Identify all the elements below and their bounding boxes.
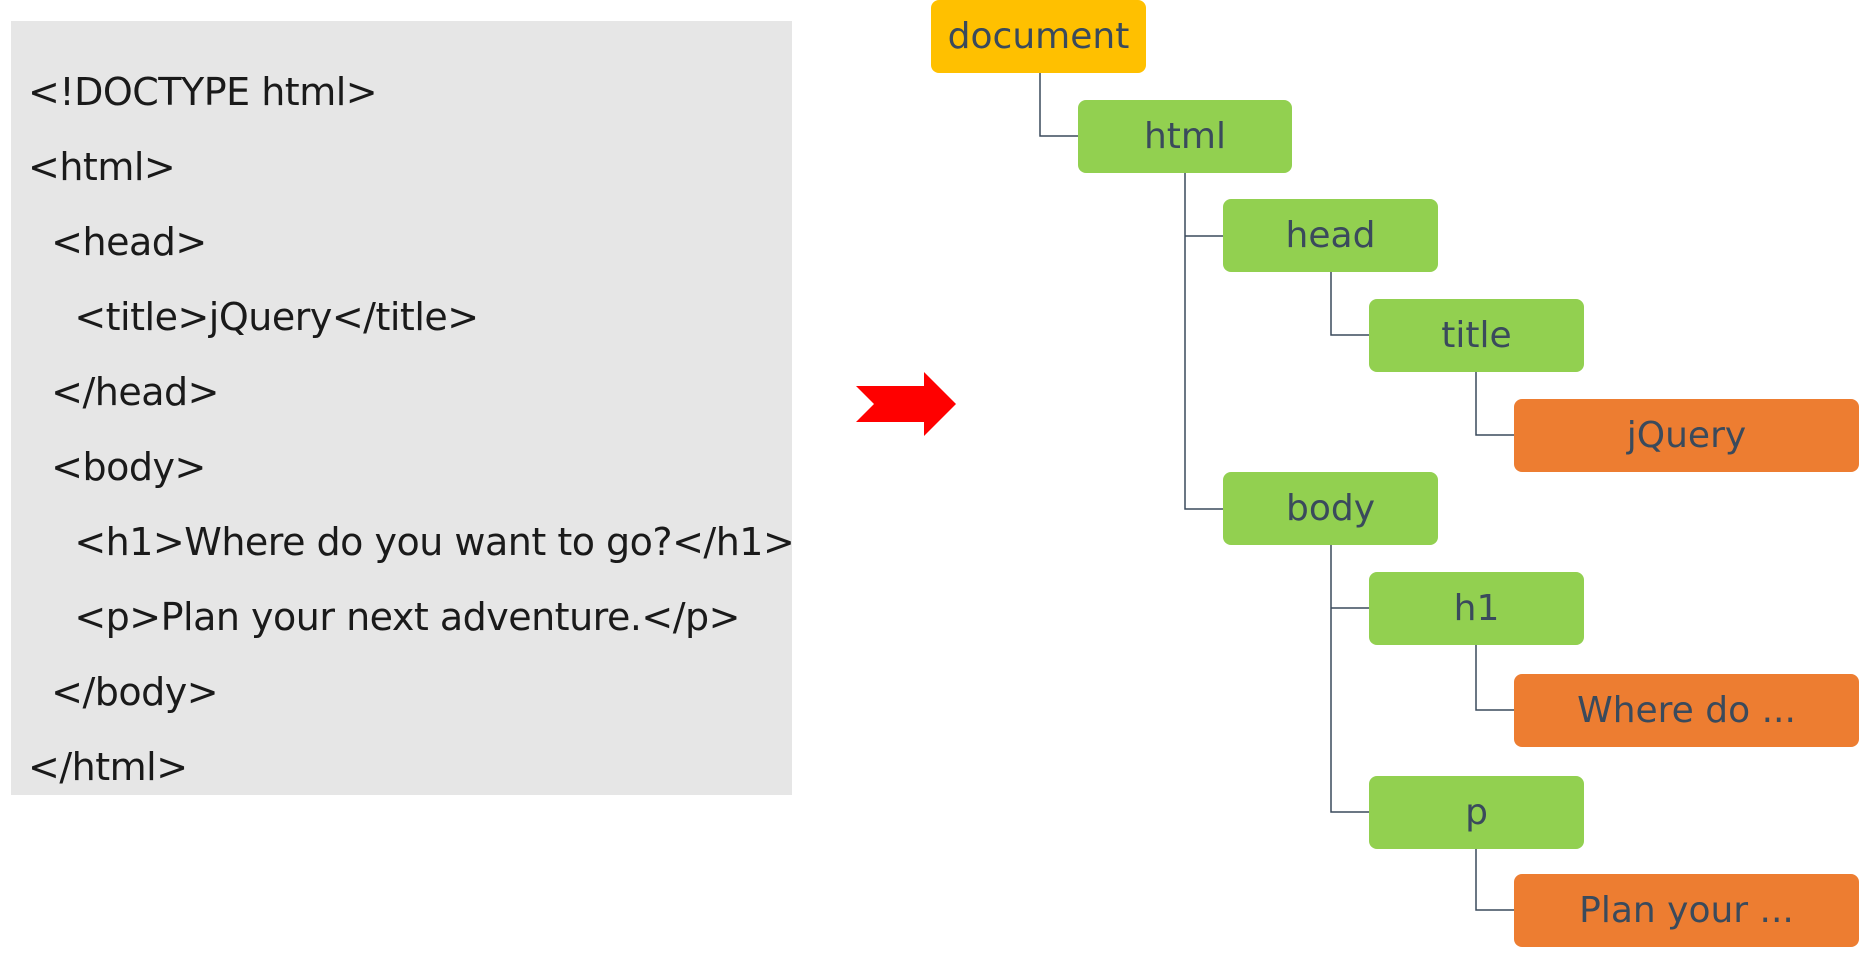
code-line-doctype: <!DOCTYPE html> [28, 70, 378, 114]
node-p: p [1369, 776, 1584, 849]
code-line-head-close: </head> [28, 370, 220, 414]
connector-document-html [1039, 73, 1078, 137]
code-line-html-close: </html> [28, 745, 188, 789]
node-body: body [1223, 472, 1438, 545]
code-line-body-open: <body> [28, 445, 206, 489]
node-p-text: Plan your ... [1514, 874, 1859, 947]
connector-html-children [1184, 173, 1223, 510]
node-h1-text: Where do ... [1514, 674, 1859, 747]
html-source-panel: <!DOCTYPE html> <html> <head> <title>jQu… [11, 21, 795, 795]
code-line-head-open: <head> [28, 220, 207, 264]
right-arrow-icon [856, 372, 956, 436]
node-title: title [1369, 299, 1584, 372]
connector-title-text [1475, 372, 1514, 436]
node-title-text: jQuery [1514, 399, 1859, 472]
code-line-h1: <h1>Where do you want to go?</h1> [28, 520, 795, 564]
node-document: document [931, 0, 1146, 73]
code-line-title: <title>jQuery</title> [28, 295, 479, 339]
node-head: head [1223, 199, 1438, 272]
connector-h1-text [1475, 645, 1514, 711]
code-line-body-close: </body> [28, 670, 219, 714]
node-h1: h1 [1369, 572, 1584, 645]
connector-body-children [1330, 545, 1369, 813]
code-line-p: <p>Plan your next adventure.</p> [28, 595, 741, 639]
code-line-html-open: <html> [28, 145, 176, 189]
node-html: html [1078, 100, 1292, 173]
connector-head-title [1330, 272, 1369, 336]
connector-p-text [1475, 849, 1514, 911]
